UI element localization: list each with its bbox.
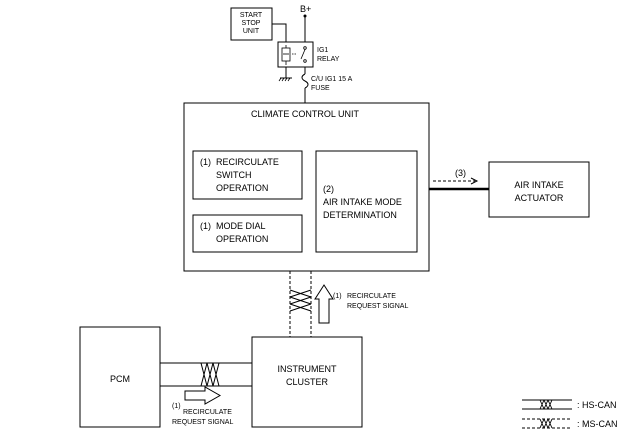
svg-text:AIR INTAKE: AIR INTAKE bbox=[514, 180, 563, 190]
actuator-control-signal: (3) bbox=[429, 168, 489, 191]
svg-text:: HS-CAN: : HS-CAN bbox=[577, 400, 617, 410]
mode-dial-operation-block: (1) MODE DIAL OPERATION bbox=[192, 214, 303, 253]
recirculate-switch-operation-block: (1) RECIRCULATE SWITCH OPERATION bbox=[192, 150, 303, 200]
legend-ms-can: : MS-CAN bbox=[522, 418, 618, 429]
svg-text:RELAY: RELAY bbox=[317, 56, 340, 63]
battery-label: B+ bbox=[300, 4, 311, 14]
svg-text:MODE DIAL: MODE DIAL bbox=[216, 221, 266, 231]
air-intake-mode-determination-block: (2) AIR INTAKE MODE DETERMINATION bbox=[315, 150, 418, 253]
rightward-signal-arrow bbox=[184, 386, 222, 405]
svg-text:RECIRCULATE: RECIRCULATE bbox=[347, 293, 396, 300]
svg-text:(3): (3) bbox=[455, 168, 466, 178]
svg-text:REQUEST SIGNAL: REQUEST SIGNAL bbox=[347, 303, 408, 310]
svg-text:(2): (2) bbox=[323, 184, 334, 194]
instrument-cluster: INSTRUMENT CLUSTER bbox=[251, 336, 363, 428]
svg-text:AIR INTAKE MODE: AIR INTAKE MODE bbox=[323, 197, 402, 207]
svg-text:PCM: PCM bbox=[110, 374, 130, 384]
svg-text:UNIT: UNIT bbox=[243, 28, 260, 35]
cu-ig1-fuse: C/U IG1 15 A FUSE bbox=[301, 67, 353, 103]
upward-signal-arrow bbox=[314, 284, 334, 324]
ms-can-twisted-pair bbox=[289, 271, 312, 337]
pcm-module: PCM bbox=[79, 326, 161, 428]
svg-text:(1): (1) bbox=[200, 221, 211, 231]
start-stop-unit: START STOP UNIT bbox=[230, 7, 273, 41]
upper-recirculate-request-signal-label: (1) RECIRCULATE REQUEST SIGNAL bbox=[333, 293, 408, 310]
svg-text:RECIRCULATE: RECIRCULATE bbox=[183, 409, 232, 416]
svg-text:IG1: IG1 bbox=[317, 47, 328, 54]
hs-can-twisted-pair bbox=[160, 362, 252, 387]
svg-text:(1): (1) bbox=[333, 293, 342, 300]
svg-text:(1): (1) bbox=[200, 157, 211, 167]
ground-symbol bbox=[278, 67, 292, 82]
svg-text:DETERMINATION: DETERMINATION bbox=[323, 210, 397, 220]
svg-text:SWITCH: SWITCH bbox=[216, 170, 252, 180]
svg-text:INSTRUMENT: INSTRUMENT bbox=[278, 364, 337, 374]
svg-text:RECIRCULATE: RECIRCULATE bbox=[216, 157, 279, 167]
ig1-relay: IG1 RELAY bbox=[277, 41, 340, 68]
svg-text:C/U IG1 15 A: C/U IG1 15 A bbox=[311, 76, 353, 83]
svg-text:START: START bbox=[240, 12, 263, 19]
svg-text:STOP: STOP bbox=[242, 20, 261, 27]
svg-text:REQUEST SIGNAL: REQUEST SIGNAL bbox=[172, 419, 233, 426]
svg-text:CLUSTER: CLUSTER bbox=[286, 377, 329, 387]
svg-text:OPERATION: OPERATION bbox=[216, 234, 268, 244]
svg-text:: MS-CAN: : MS-CAN bbox=[577, 419, 618, 429]
svg-text:FUSE: FUSE bbox=[311, 85, 330, 92]
svg-text:OPERATION: OPERATION bbox=[216, 183, 268, 193]
air-intake-actuator: AIR INTAKE ACTUATOR bbox=[488, 161, 590, 218]
ccu-title: CLIMATE CONTROL UNIT bbox=[251, 109, 360, 119]
climate-control-unit: CLIMATE CONTROL UNIT bbox=[183, 102, 430, 272]
start-stop-wire bbox=[272, 23, 287, 42]
lower-recirculate-request-signal-label: (1) RECIRCULATE REQUEST SIGNAL bbox=[172, 403, 233, 426]
svg-text:ACTUATOR: ACTUATOR bbox=[515, 193, 564, 203]
svg-text:(1): (1) bbox=[172, 403, 181, 410]
legend-hs-can: : HS-CAN bbox=[522, 399, 617, 410]
